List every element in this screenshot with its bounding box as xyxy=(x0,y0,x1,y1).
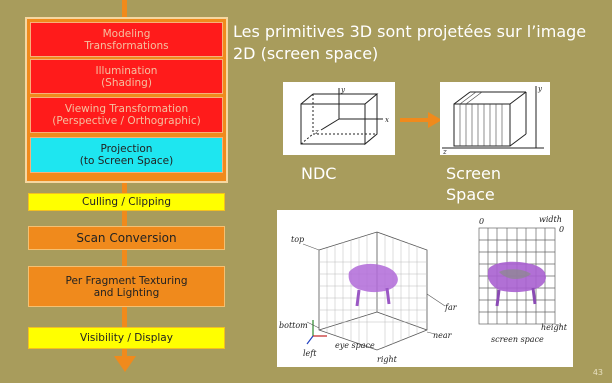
screen-label-line2: Space xyxy=(446,185,495,204)
label-width: width xyxy=(539,215,562,224)
stage-projection: Projection(to Screen Space) xyxy=(30,137,223,173)
stage-label: Projection xyxy=(100,143,153,155)
label-height: height xyxy=(541,323,568,332)
label-zero-right: 0 xyxy=(559,225,564,234)
ndc-axis-z: z xyxy=(314,128,319,136)
label-screen-space: screen space xyxy=(491,335,544,344)
screen-space-drawing: y z xyxy=(442,85,544,156)
stage-label: Illumination xyxy=(95,64,158,77)
stage-sublabel: (to Screen Space) xyxy=(79,155,174,167)
stage-label: Visibility / Display xyxy=(80,332,173,344)
stage-illumination: Illumination(Shading) xyxy=(30,59,223,94)
page-number: 43 xyxy=(592,368,603,377)
pipeline-arrow-icon xyxy=(114,356,136,372)
stage-visibility-display: Visibility / Display xyxy=(28,327,225,349)
screen-label-line1: Screen xyxy=(446,164,502,183)
label-eye-space: eye space xyxy=(335,341,375,350)
label-zero-top: 0 xyxy=(479,217,484,226)
label-near: near xyxy=(433,331,453,340)
stage-sublabel: (Shading) xyxy=(101,76,152,89)
arrow-right-icon xyxy=(400,112,442,128)
stage-label: Scan Conversion xyxy=(76,231,177,245)
stage-sublabel: and Lighting xyxy=(93,286,160,299)
screen-space-figure: y z xyxy=(440,82,550,156)
stage-viewing-transformation: Viewing Transformation(Perspective / Ort… xyxy=(30,97,223,133)
ndc-axis-x: x xyxy=(385,116,389,124)
screen-axis-z: z xyxy=(442,148,447,155)
stage-sublabel: (Perspective / Orthographic) xyxy=(52,115,201,127)
eye-to-screen-figure: top bottom left right near far eye space… xyxy=(277,210,573,367)
label-bottom: bottom xyxy=(279,321,308,330)
screen-axis-y: y xyxy=(537,85,543,93)
stage-label: Culling / Clipping xyxy=(81,196,171,208)
label-top: top xyxy=(291,235,304,244)
ndc-cube-drawing: y x z xyxy=(300,86,389,146)
stage-scan-conversion: Scan Conversion xyxy=(28,226,225,250)
stage-sublabel: Transformations xyxy=(84,39,169,52)
label-left: left xyxy=(303,349,317,358)
stage-label: Viewing Transformation xyxy=(64,103,189,115)
slide-heading: Les primitives 3D sont projetées sur l’i… xyxy=(233,22,587,63)
ndc-figure: y x z xyxy=(283,82,395,155)
eye-screen-drawing: top bottom left right near far eye space… xyxy=(279,215,568,364)
label-far: far xyxy=(444,303,458,312)
stage-label: Per Fragment Texturing xyxy=(65,274,188,287)
stage-label: Modeling xyxy=(102,27,151,40)
stage-culling-clipping: Culling / Clipping xyxy=(28,193,225,211)
ndc-axis-y: y xyxy=(340,86,346,94)
label-right: right xyxy=(377,355,398,364)
ndc-label: NDC xyxy=(301,164,337,183)
